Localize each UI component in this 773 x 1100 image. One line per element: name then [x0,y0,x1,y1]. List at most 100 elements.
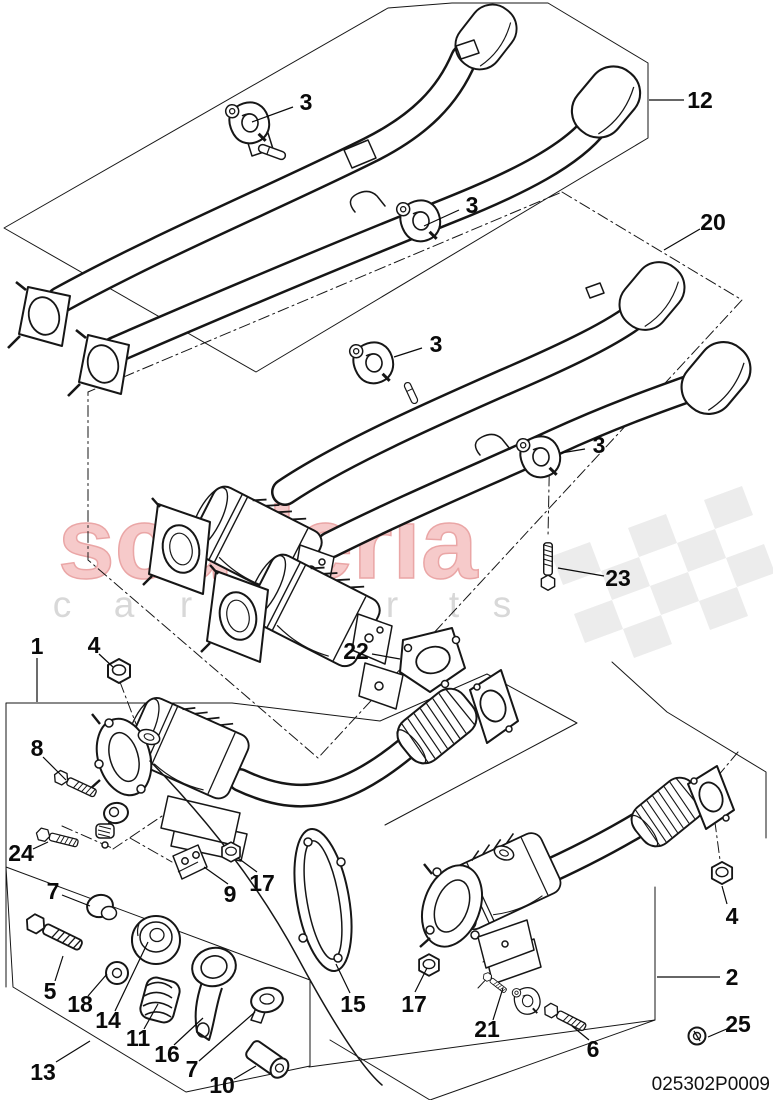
callout-label-22: 22 [343,638,369,664]
hanger-hook [474,433,511,456]
callout-label-25: 25 [725,1011,751,1037]
flange-front-right [67,328,130,397]
callout-leader-11 [143,1003,159,1030]
hanger-bracket [510,985,543,1017]
gasket-15 [293,827,353,973]
callout-label-5: 5 [44,978,57,1004]
callout-label-3: 3 [300,89,313,115]
frame-line-long [308,1019,656,1068]
gasket-22 [399,627,466,693]
catalyst-pipes-assembly-20 [142,251,762,710]
hanger-hook [349,190,386,213]
callout-leader-6 [571,1025,590,1041]
exhaust-pipes-assembly-12 [7,0,652,397]
flag-check-cell [601,557,650,600]
callout-label-13: 13 [30,1059,56,1085]
drawing-number: 025302P0009 [652,1074,770,1095]
callout-label-2: 2 [726,964,739,990]
nut-4 [107,658,131,684]
flag-check-cell [677,529,726,572]
frame-box-2-bottom [329,886,656,1100]
flag-check-cell [704,486,753,529]
nut-17 [221,841,241,863]
callout-leader-7 [198,1011,256,1062]
exhaust-hanger-3 [223,98,274,148]
callout-leader-15 [335,963,351,994]
callout-leader-21 [492,987,504,1021]
callout-label-17: 17 [249,870,275,896]
callout-label-12: 12 [687,87,713,113]
callout-leader-20 [663,228,701,251]
frame-box-20 [87,191,743,759]
watermark-letter: a [114,584,135,625]
sleeve-bolt-10 [245,1040,290,1079]
flag-check-cell [574,600,623,643]
callout-label-16: 16 [154,1041,180,1067]
callout-leader-3 [251,106,294,123]
callout-label-11: 11 [126,1025,151,1051]
link-arm-16 [191,946,237,1041]
callout-leader-4 [721,885,728,905]
callout-label-18: 18 [67,991,93,1017]
bolt-23 [540,542,556,592]
catalytic-converter-lower [200,540,404,710]
flag-check-cell [552,542,601,585]
bushing-cup-7 [86,893,118,921]
nut-17 [418,953,440,977]
callout-leader-5 [54,955,64,982]
callout-label-8: 8 [31,735,44,761]
callout-label-7: 7 [47,878,60,904]
bracket-9 [172,844,208,880]
checkered-flag [552,486,773,658]
hanger-bushing [95,801,129,849]
flag-check-cell [726,544,773,587]
callout-leader-3 [423,209,460,227]
bolt-6 [541,1000,589,1034]
hanger-pin [402,380,420,406]
watermark-letter: r [180,584,192,625]
sensor-port [493,845,515,861]
callout-label-4: 4 [726,903,739,929]
callout-label-21: 21 [474,1016,500,1042]
callout-leader-3 [560,448,586,454]
rear-flange [469,669,519,744]
vent-hole [455,39,480,60]
washer-18 [105,961,129,985]
grooved-bushing-14 [131,915,181,965]
callout-label-3: 3 [466,192,479,218]
frame-box-1-right [231,673,578,826]
callout-label-6: 6 [587,1036,600,1062]
flag-check-cell [650,572,699,615]
watermark-letter: r [386,584,398,625]
callout-label-4: 4 [88,632,101,658]
washer-25 [687,1026,707,1046]
callout-leader-17 [237,857,258,873]
callout-leader-25 [707,1027,730,1038]
callout-label-1: 1 [31,633,44,659]
callout-leader-7 [61,894,91,907]
callout-leader-17 [414,967,428,993]
callout-label-10: 10 [209,1072,235,1098]
flag-check-cell [623,615,672,658]
callout-leader-10 [233,1065,257,1080]
callout-leader-18 [87,973,108,997]
callout-leader-24 [32,841,49,850]
callout-label-17: 17 [401,991,427,1017]
callout-leader-23 [557,567,605,577]
callout-leader-13 [55,1040,91,1063]
callout-leader-3 [393,347,423,358]
nut-4 [710,861,734,885]
callout-leader-16 [173,1017,204,1046]
callout-leader-14 [114,941,149,1012]
frame-box-12 [3,2,649,373]
vent-hole [585,282,605,299]
callout-leader-9 [203,866,229,885]
callout-label-9: 9 [224,881,237,907]
callout-leader-8 [42,756,67,781]
callout-label-24: 24 [8,840,34,866]
mushroom-plug-7 [250,986,284,1024]
front-exhaust-pipe-assembly-2 [418,765,735,1046]
front-exhaust-pipe-assembly-1 [34,658,519,1086]
callout-leader-22 [371,653,401,660]
